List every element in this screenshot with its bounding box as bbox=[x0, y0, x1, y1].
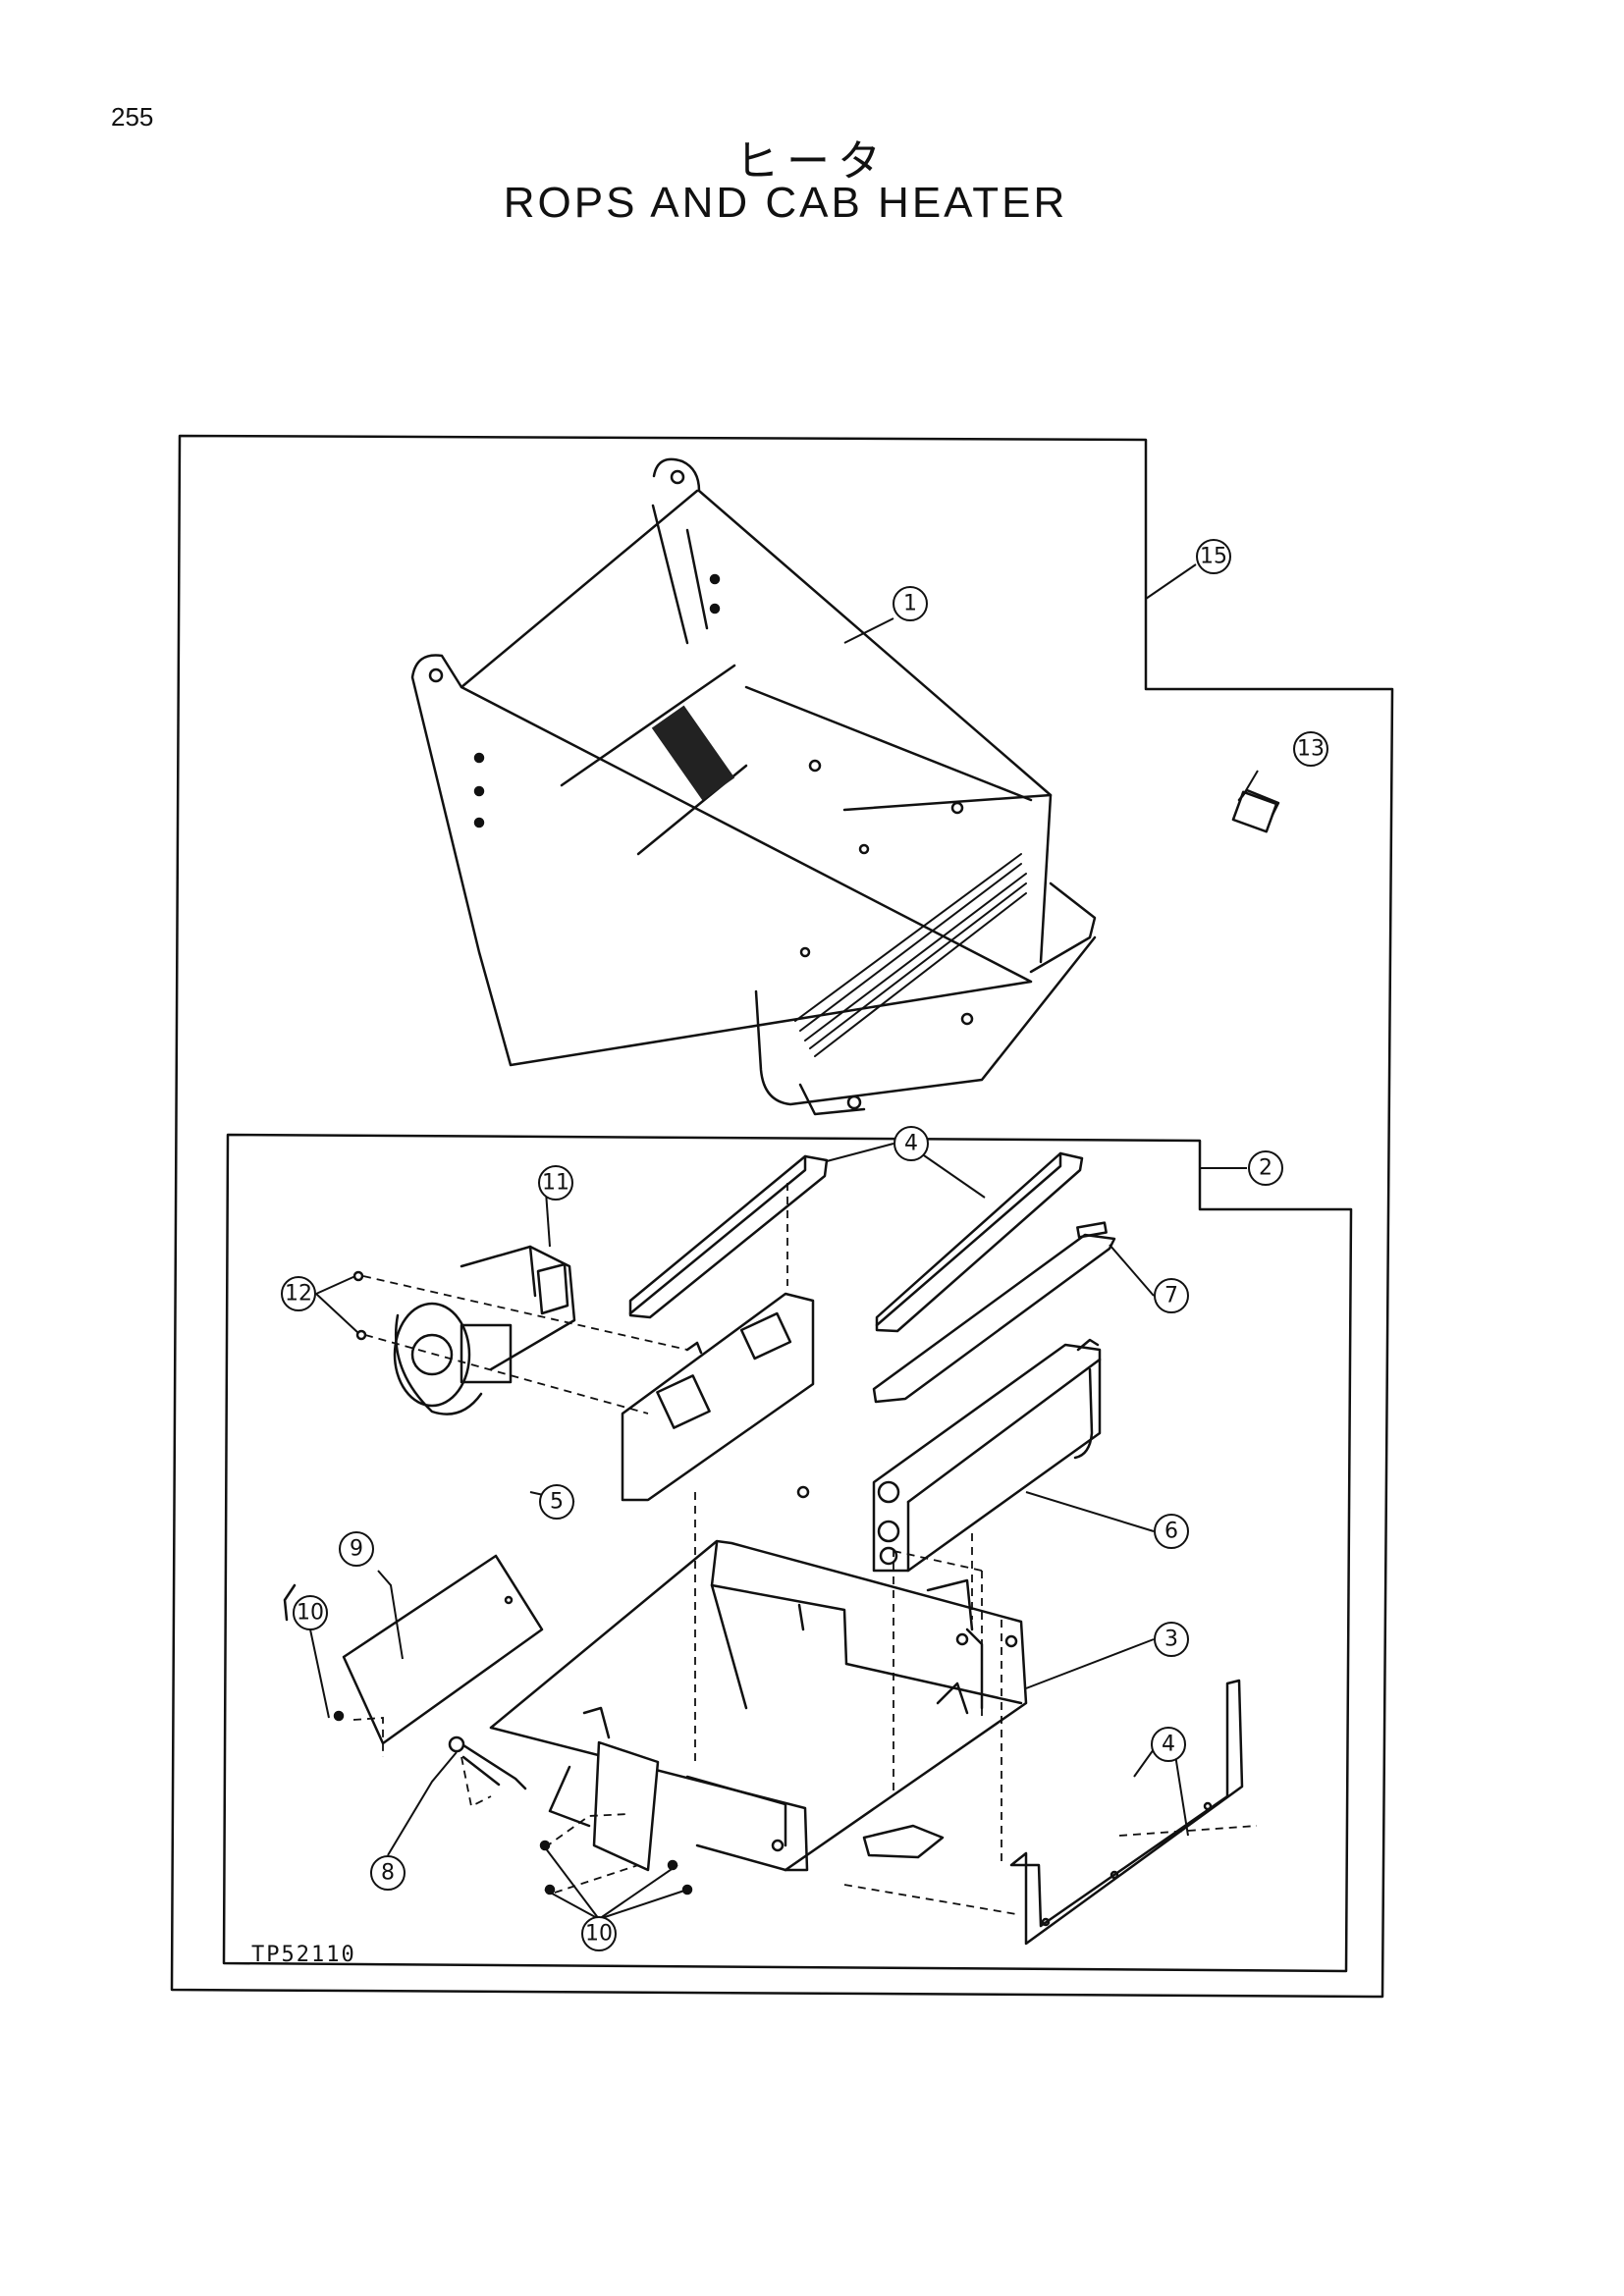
callout-6: 6 bbox=[1164, 1520, 1178, 1544]
title-japanese: ヒータ bbox=[735, 136, 889, 187]
callout-5: 5 bbox=[550, 1490, 564, 1515]
heater-case-part bbox=[489, 1485, 1028, 1872]
page-number: 255 bbox=[111, 102, 154, 132]
heater-core-part bbox=[872, 1338, 1102, 1573]
page-title: ROPS AND CAB HEATER bbox=[503, 179, 1068, 227]
seal-part-lower bbox=[1009, 1679, 1244, 1946]
callout-9: 9 bbox=[350, 1537, 363, 1562]
callout-4-upper: 4 bbox=[904, 1132, 918, 1156]
callout-11: 11 bbox=[542, 1171, 569, 1196]
assembly-frame-inner bbox=[222, 1133, 1353, 1973]
drawing-code: TP52110 bbox=[251, 1943, 356, 1967]
screw-part bbox=[352, 1270, 367, 1341]
blower-motor-part bbox=[393, 1245, 576, 1415]
callout-3: 3 bbox=[1164, 1628, 1178, 1652]
callout-10-left: 10 bbox=[297, 1601, 324, 1626]
cover-plate-part bbox=[283, 1554, 544, 1745]
assembly-frame-outer bbox=[170, 434, 1394, 1999]
heater-cover-part bbox=[410, 457, 1097, 1116]
callout-2: 2 bbox=[1259, 1156, 1272, 1181]
bracket-part bbox=[872, 1221, 1116, 1404]
callout-7: 7 bbox=[1164, 1284, 1178, 1308]
callout-10-bottom: 10 bbox=[585, 1922, 613, 1947]
callout-8: 8 bbox=[381, 1861, 395, 1886]
callout-13: 13 bbox=[1297, 737, 1325, 762]
plate-part bbox=[621, 1292, 815, 1502]
callout-15: 15 bbox=[1200, 545, 1227, 569]
switch-part bbox=[1231, 788, 1280, 833]
callout-1: 1 bbox=[903, 592, 917, 616]
callout-4-lower: 4 bbox=[1162, 1733, 1175, 1757]
seal-part-upper bbox=[628, 1151, 1084, 1333]
callout-12: 12 bbox=[285, 1282, 312, 1307]
hose-part bbox=[448, 1735, 527, 1790]
